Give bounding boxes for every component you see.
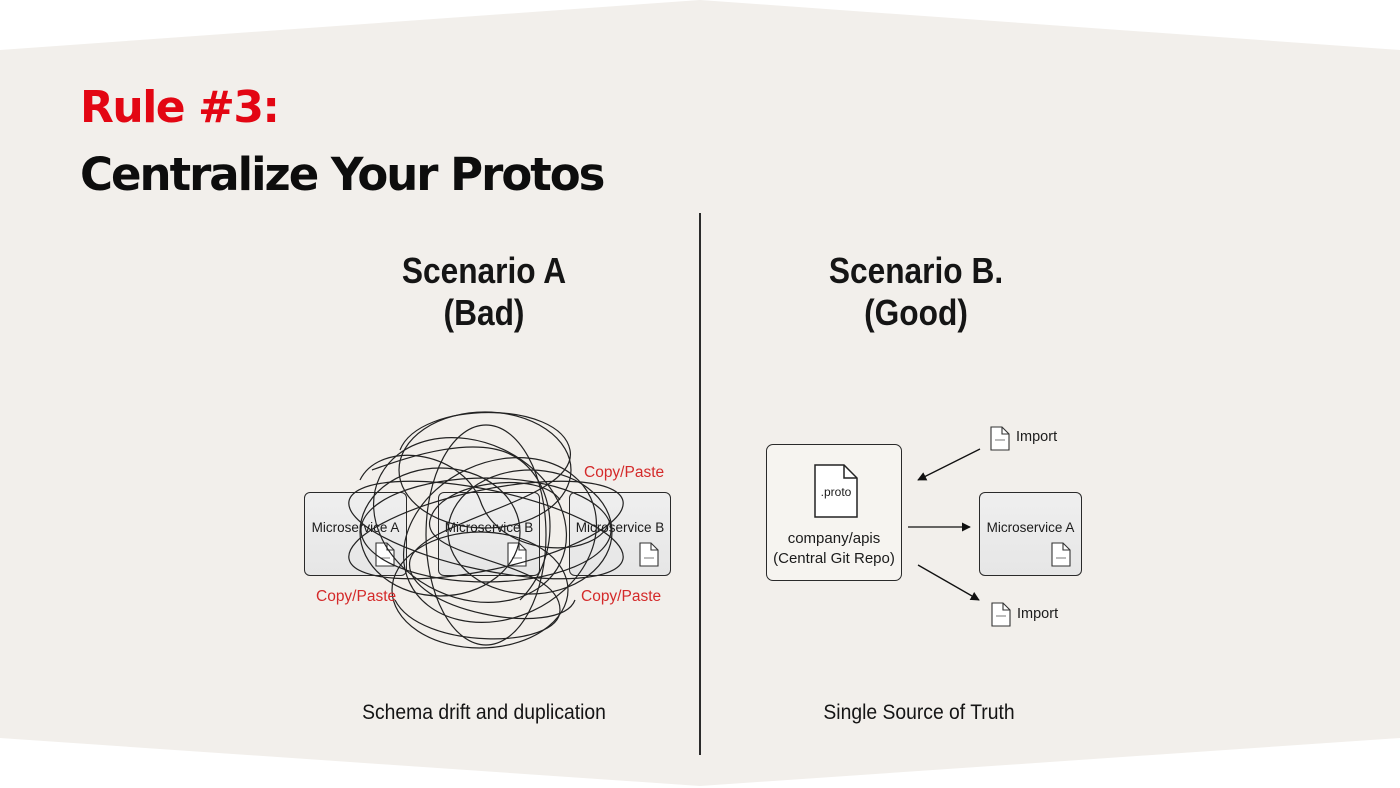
scenario-b-heading: Scenario B. (Good) xyxy=(775,250,1057,334)
repo-name: company/apis xyxy=(787,530,881,547)
proto-file-icon xyxy=(639,542,659,567)
copy-paste-label: Copy/Paste xyxy=(581,588,662,605)
scenario-b-heading-line2: (Good) xyxy=(864,292,968,333)
proto-file-icon xyxy=(1051,542,1071,567)
scenario-a-heading-line1: Scenario A xyxy=(401,250,567,291)
proto-file-icon xyxy=(814,464,858,518)
rule-number: Rule #3: xyxy=(80,82,280,133)
scenario-b-caption: Single Source of Truth xyxy=(823,701,1015,724)
center-divider xyxy=(699,213,701,755)
arrow-import-top xyxy=(917,448,981,481)
proto-file-icon xyxy=(507,542,527,567)
copy-paste-label: Copy/Paste xyxy=(316,588,397,605)
scenario-b-heading-line1: Scenario B. xyxy=(828,250,1004,291)
copy-paste-label: Copy/Paste xyxy=(584,464,665,481)
proto-file-icon xyxy=(991,602,1011,627)
arrow-import-bottom xyxy=(917,564,980,601)
import-label-top: Import xyxy=(1016,429,1058,445)
microservice-box-a-good-label: Microservice A xyxy=(986,520,1075,535)
proto-file-icon-label: .proto xyxy=(820,485,852,499)
scenario-a-caption: Schema drift and duplication xyxy=(362,701,606,724)
repo-description: (Central Git Repo) xyxy=(773,550,895,567)
proto-file-icon xyxy=(990,426,1010,451)
scenario-a-heading-line2: (Bad) xyxy=(443,292,525,333)
microservice-box-a-label: Microservice A xyxy=(311,520,400,535)
central-repo-box: .proto company/apis (Central Git Repo) xyxy=(766,444,902,581)
import-label-bottom: Import xyxy=(1017,606,1059,622)
scenario-a-heading: Scenario A (Bad) xyxy=(343,250,625,334)
slide-title: Centralize Your Protos xyxy=(80,148,605,201)
